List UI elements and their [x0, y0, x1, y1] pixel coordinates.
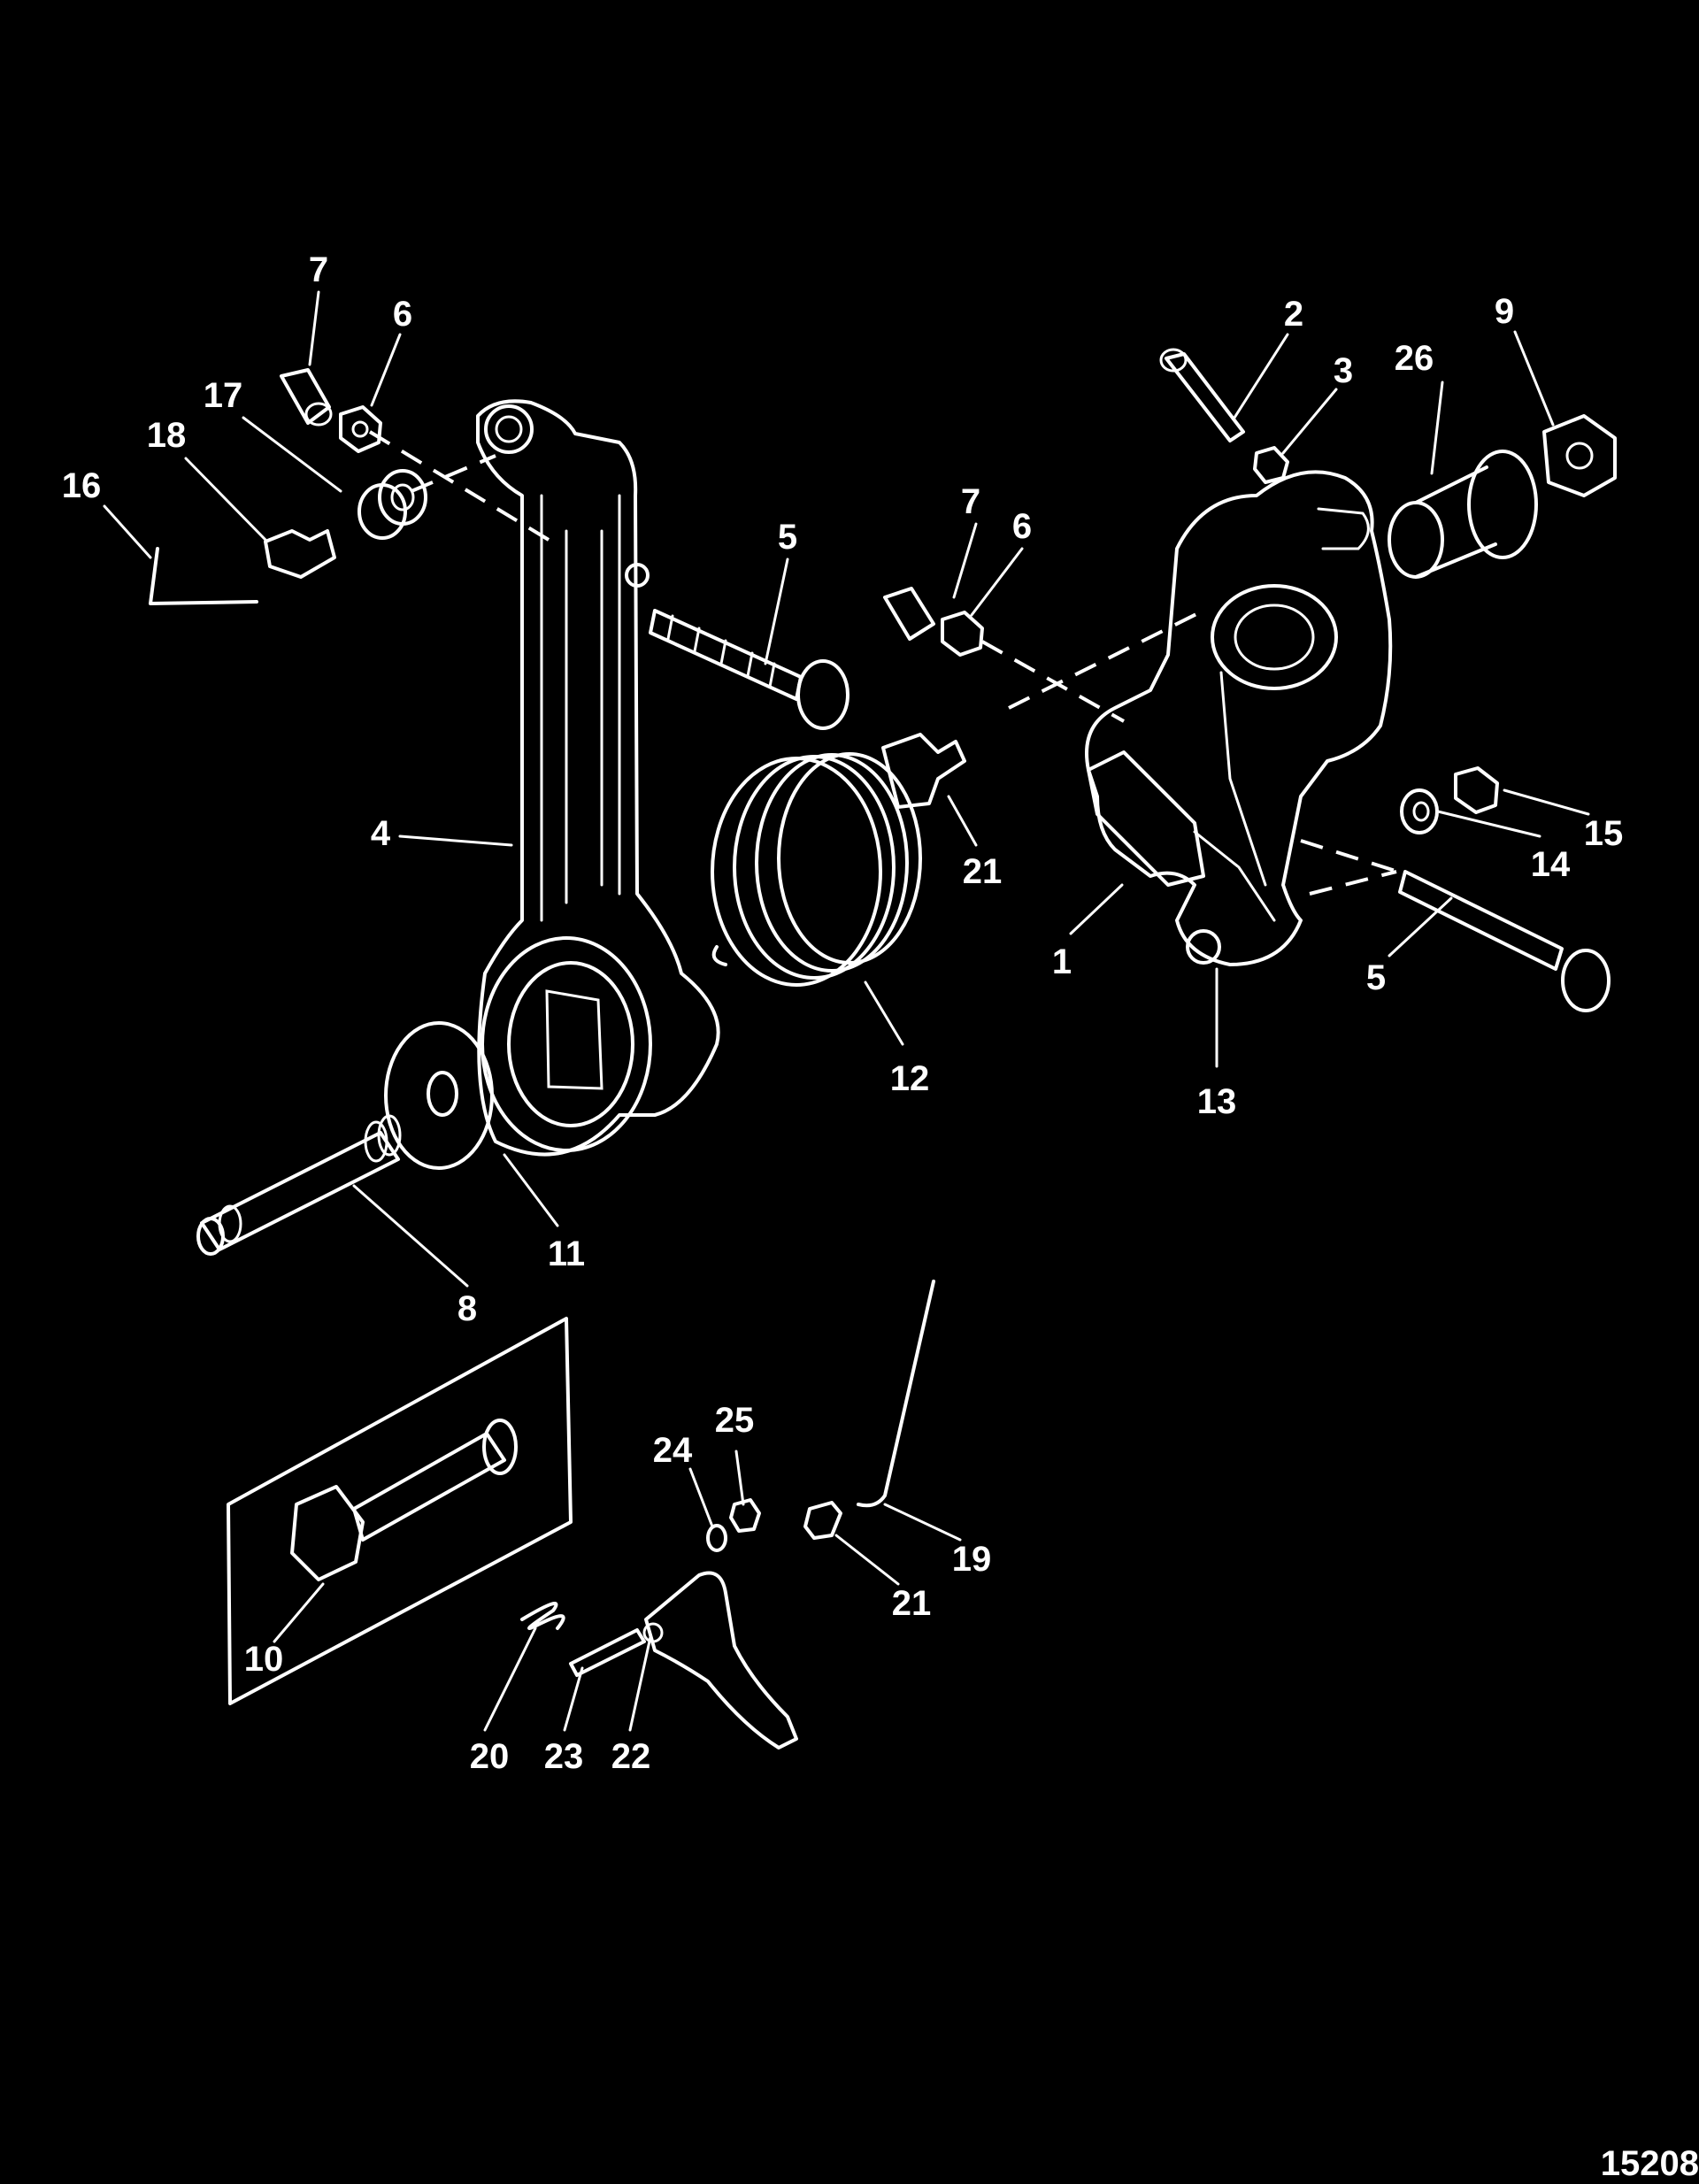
callout-7: 7	[309, 250, 328, 289]
adapter-part-7b	[883, 587, 935, 641]
callout-1: 1	[1052, 942, 1072, 981]
link-rod-part-19	[857, 1280, 935, 1508]
spring-part-24	[706, 1524, 727, 1552]
assembly-lines	[368, 430, 1399, 896]
washer-part-14	[1400, 788, 1439, 834]
washer-part	[384, 1021, 494, 1170]
callout-21: 21	[892, 1584, 932, 1623]
leader-lines	[103, 290, 1590, 1732]
callout-9: 9	[1495, 292, 1514, 331]
stud-part-21a	[881, 733, 966, 809]
callout-26: 26	[1395, 339, 1434, 378]
callout-7: 7	[961, 482, 980, 521]
callout-24: 24	[653, 1431, 693, 1470]
spring-part	[711, 752, 922, 987]
callout-16: 16	[62, 466, 102, 505]
nut-part-6a	[339, 405, 382, 453]
bolt-inset-box	[227, 1317, 573, 1705]
callout-21: 21	[963, 852, 1003, 891]
callout-8: 8	[457, 1289, 477, 1328]
callout-labels: 7 6 17 18 16 5 4 7 6 2 3 26 9 21 1 13 14…	[62, 250, 1624, 1776]
nut-part-3	[1253, 446, 1289, 484]
connector-part-18	[264, 529, 336, 579]
callout-10: 10	[244, 1640, 284, 1679]
screw-part-5b	[1398, 870, 1611, 1012]
callout-5: 5	[1366, 958, 1386, 997]
callout-6: 6	[1012, 507, 1032, 546]
lever-part-22	[642, 1571, 798, 1750]
spring-part-20	[520, 1602, 565, 1630]
callout-12: 12	[890, 1059, 930, 1098]
pin-part	[196, 1114, 402, 1256]
bushing-part-17	[357, 469, 427, 540]
callout-4: 4	[371, 814, 391, 853]
nut-part-9	[1542, 414, 1617, 497]
callout-3: 3	[1334, 351, 1353, 390]
callout-18: 18	[147, 416, 187, 455]
callout-23: 23	[544, 1737, 584, 1776]
stud-part-21b	[803, 1501, 842, 1540]
callout-19: 19	[952, 1540, 992, 1579]
callout-2: 2	[1284, 295, 1303, 334]
callout-25: 25	[715, 1401, 755, 1440]
callout-14: 14	[1531, 845, 1571, 884]
nut-part-6b	[941, 611, 984, 657]
bushing-part-26	[1388, 450, 1538, 579]
screw-part-23	[569, 1628, 646, 1677]
callout-11: 11	[548, 1234, 585, 1273]
callout-15: 15	[1584, 814, 1624, 853]
callout-6: 6	[393, 295, 412, 334]
link-rod-part-16	[149, 547, 258, 605]
screw-part-5a	[649, 609, 850, 730]
lever-arm-part	[476, 399, 720, 1157]
nut-part-15	[1454, 766, 1499, 814]
screw-part-2	[1159, 348, 1245, 442]
callout-17: 17	[204, 376, 243, 415]
figure-number: 15208	[1601, 2144, 1699, 2183]
adapter-part-7a	[280, 368, 333, 427]
callout-13: 13	[1197, 1082, 1237, 1121]
callout-20: 20	[470, 1737, 510, 1776]
callout-22: 22	[611, 1737, 651, 1776]
callout-5: 5	[778, 518, 797, 557]
housing-part	[1085, 470, 1393, 966]
nut-part-25	[729, 1498, 761, 1533]
